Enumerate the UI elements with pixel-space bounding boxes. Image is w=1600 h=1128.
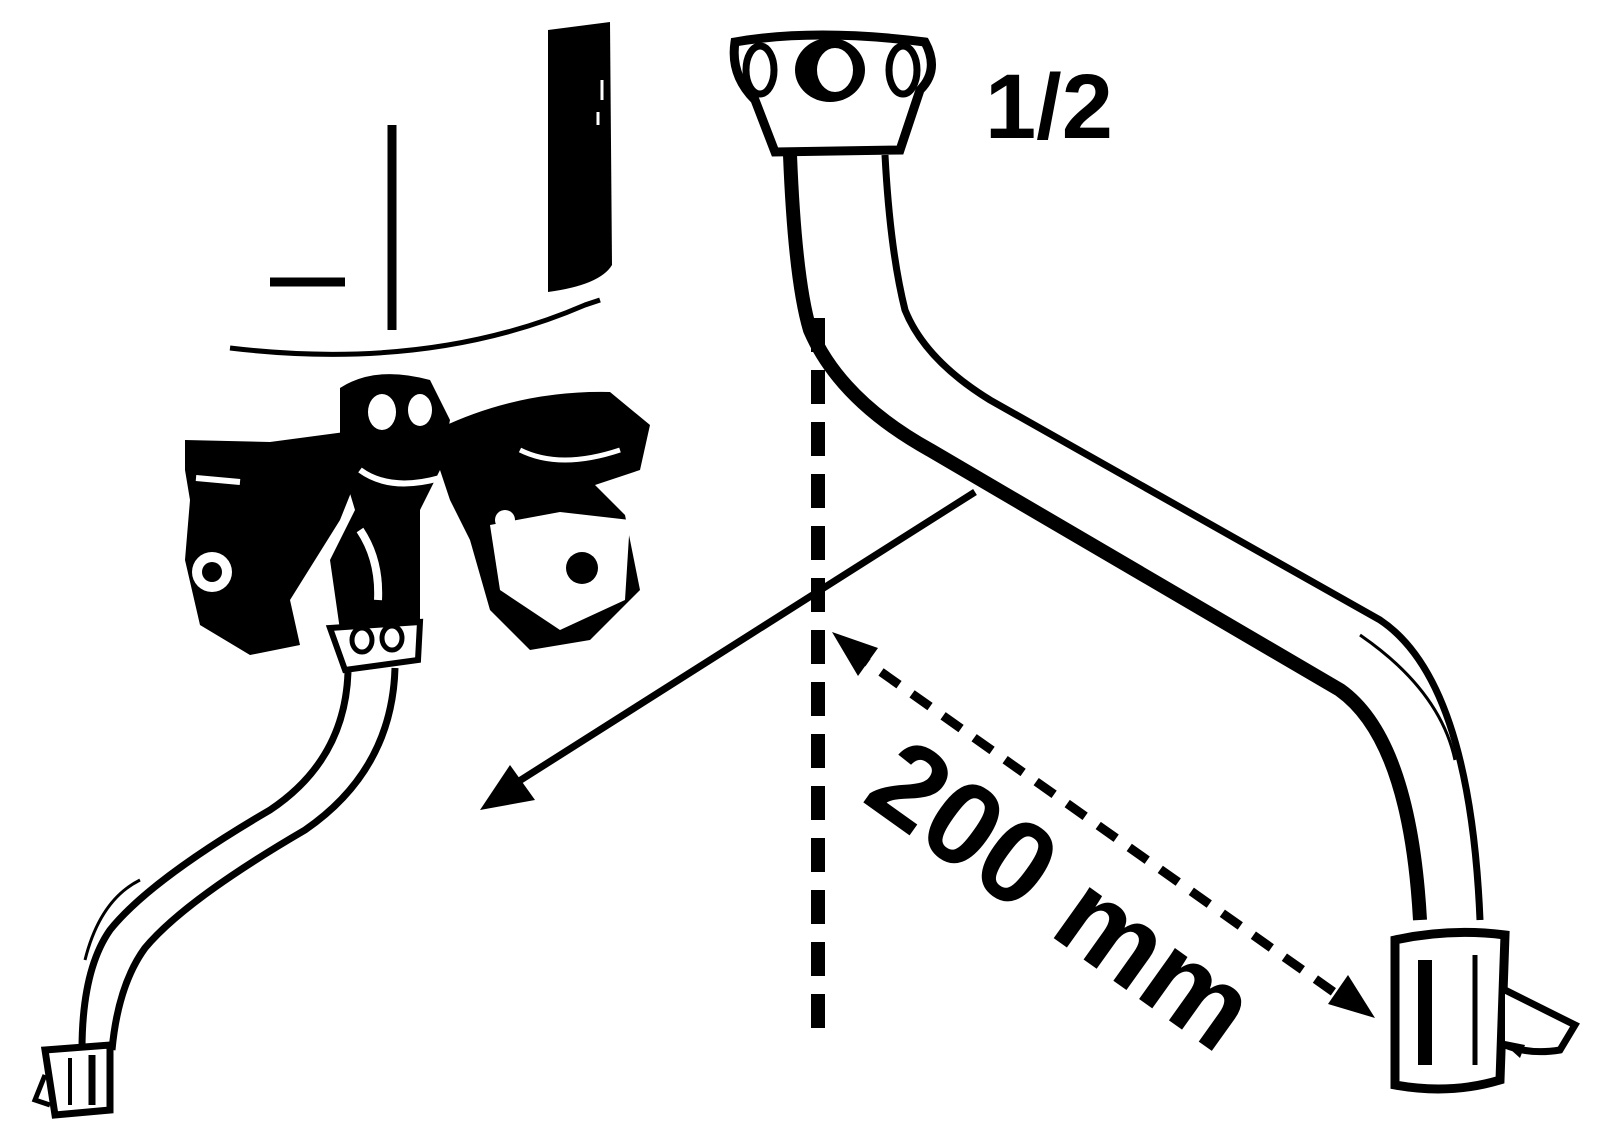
heater-panel [548, 22, 612, 292]
spout-pipe-inner [881, 154, 1484, 921]
spout-length-label: 200 mm [845, 714, 1279, 1077]
heater-tank [229, 297, 601, 357]
spout-pipe-outer [783, 154, 1427, 921]
swing-direction-line [503, 489, 977, 793]
mixer-valve-body [185, 374, 650, 674]
valve-center [330, 374, 450, 630]
dimension-annotations [480, 318, 1375, 1040]
length-dimension-line [847, 646, 1348, 1004]
thread-size-label: 1/2 [985, 56, 1113, 158]
small-aerator [40, 1041, 114, 1119]
length-arrowhead-end [1328, 975, 1375, 1018]
spout-detail [729, 30, 1580, 1094]
large-aerator [1390, 927, 1510, 1094]
left-handle [185, 432, 360, 655]
installed-spout [31, 667, 399, 1119]
swing-arrowhead [480, 765, 535, 810]
water-heater-illustration [229, 22, 612, 357]
length-arrowhead-start [832, 632, 878, 676]
spout-nut-small [325, 618, 424, 674]
